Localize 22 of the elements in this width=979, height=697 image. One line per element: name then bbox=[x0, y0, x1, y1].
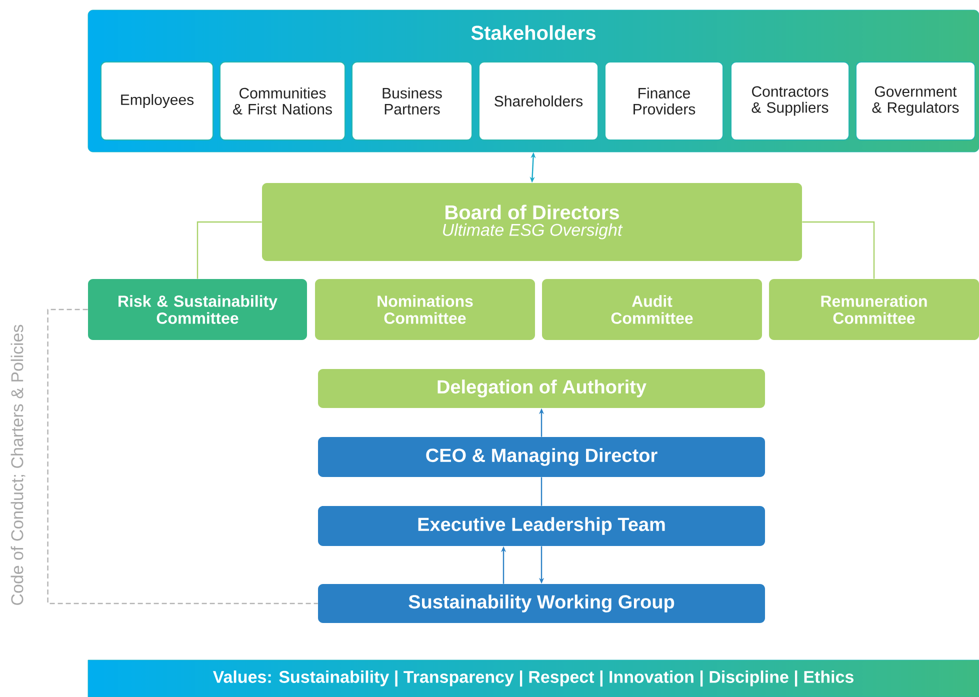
connector-line bbox=[196, 221, 262, 279]
process-box: Sustainability Working Group bbox=[318, 584, 765, 623]
stakeholder-box: Finance Providers bbox=[604, 62, 724, 140]
values-banner: Values: Sustainability | Transparency | Respect | Innovation | Discipline | Ethics bbox=[88, 660, 979, 697]
stakeholder-box: Shareholders bbox=[478, 62, 598, 140]
committee-box: Risk & Sustainability Committee bbox=[88, 279, 307, 340]
board-box: Board of Directors Ultimate ESG Oversight bbox=[262, 183, 802, 261]
side-label: Code of Conduct; Charters & Policies bbox=[10, 324, 26, 605]
connector-line bbox=[47, 308, 318, 604]
committee-box: Remuneration Committee bbox=[769, 279, 979, 340]
connector-line bbox=[540, 477, 542, 506]
process-box: Executive Leadership Team bbox=[318, 506, 765, 546]
stakeholder-box: Government & Regulators bbox=[856, 62, 976, 140]
stakeholder-box: Communities & First Nations bbox=[220, 62, 346, 140]
committee-box: Audit Committee bbox=[542, 279, 762, 340]
connector-line bbox=[802, 221, 875, 279]
stakeholder-box: Contractors & Suppliers bbox=[730, 62, 850, 140]
committee-box: Nominations Committee bbox=[315, 279, 535, 340]
stakeholder-box: Employees bbox=[100, 62, 214, 140]
stakeholder-box: Business Partners bbox=[352, 62, 472, 140]
delegation-box: Delegation of Authority bbox=[318, 369, 765, 408]
process-box: CEO & Managing Director bbox=[318, 437, 765, 477]
